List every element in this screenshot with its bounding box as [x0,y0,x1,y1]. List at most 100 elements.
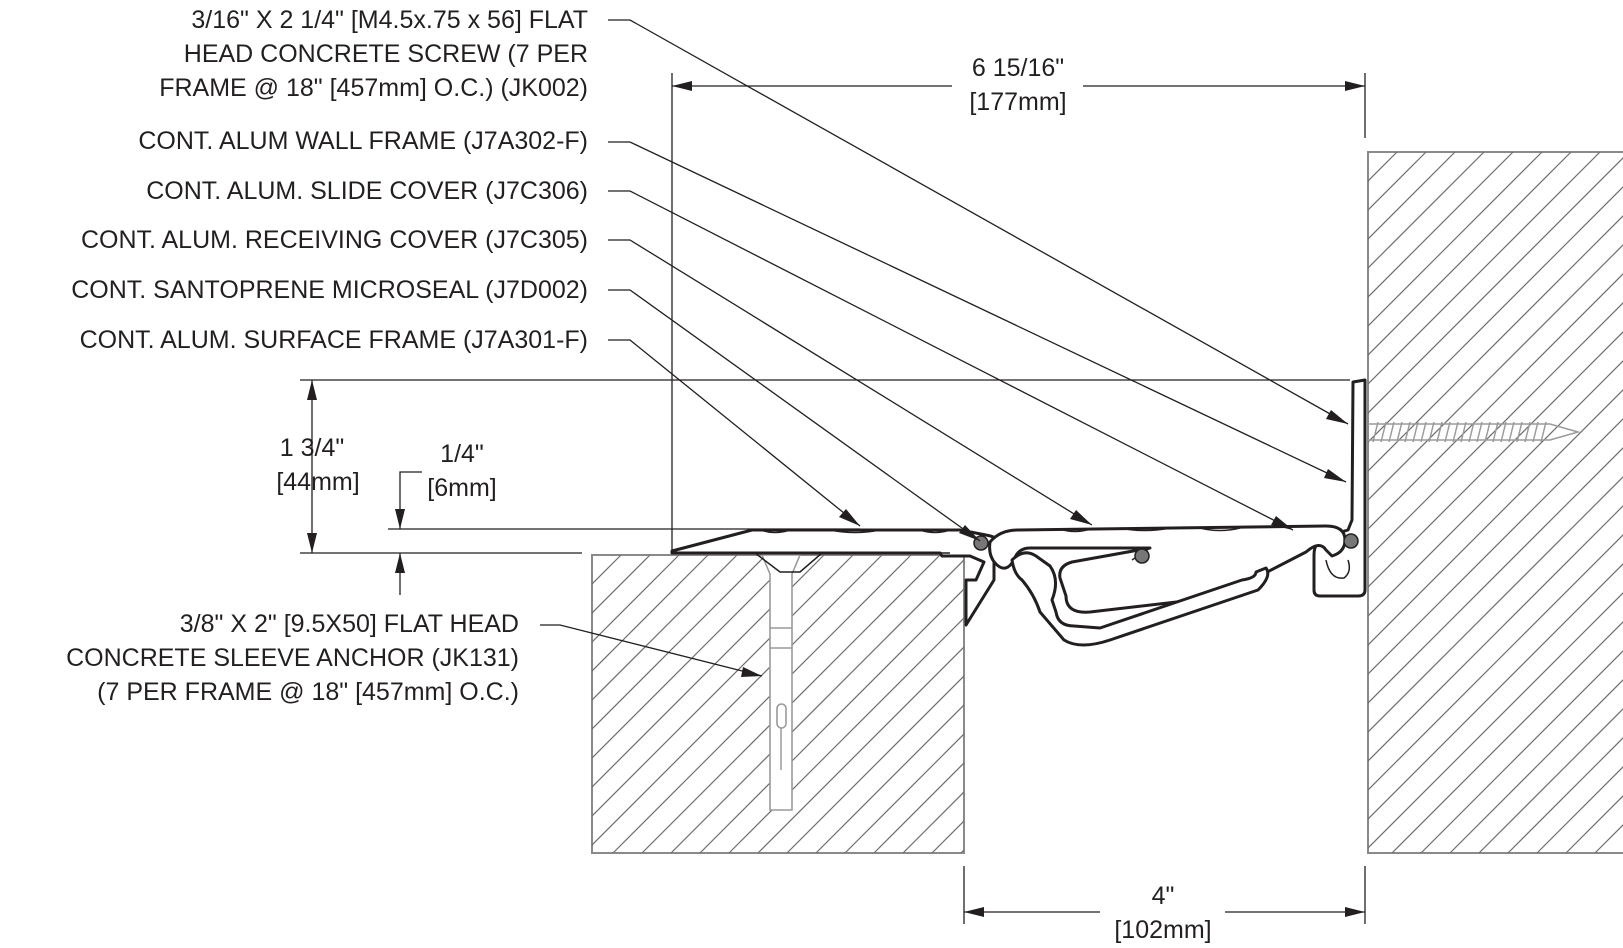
callout-anchor-line-1: 3/8" X 2" [9.5X50] FLAT HEAD [180,610,519,638]
screw-thread [1412,421,1419,443]
callout-surface-frame: CONT. ALUM. SURFACE FRAME (J7A301-F) [80,326,588,354]
hatch-line [1368,389,1623,646]
callout-anchor-line-3: (7 PER FRAME @ 18" [457mm] O.C.) [97,678,519,706]
callout-anchor: 3/8" X 2" [9.5X50] FLAT HEAD CONCRETE SL… [66,610,519,706]
hatch-line [1368,534,1623,791]
screw-thread [1404,421,1411,443]
hatch-line [1368,186,1623,443]
screw-thread [1460,421,1467,443]
height-metric: [44mm] [276,468,359,496]
hatch-line [1368,302,1623,559]
hatch-line [1368,152,1485,269]
hatch-line [1368,152,1572,356]
hatch-line [1507,737,1623,853]
hatch-line [1368,505,1623,762]
callout-screw: 3/16" X 2 1/4" [M4.5x.75 x 56] FLAT HEAD… [159,6,588,102]
screw-thread [1532,421,1539,443]
surface-frame-profile [670,528,1006,627]
screw-thread [1380,421,1387,443]
tread-groove [1199,527,1241,532]
screw-thread [1484,421,1491,443]
wall-screw [1368,421,1581,443]
hatch-line [1420,650,1623,853]
callout-slide-cover: CONT. ALUM. SLIDE COVER (J7C306) [146,177,588,205]
callout-leaders [540,19,1349,677]
hatch-line [1368,152,1398,182]
joint-gap-metric: [102mm] [1114,916,1211,944]
hatch-line [592,555,680,643]
hatch-line [1368,418,1623,675]
hatch-line [1222,555,1520,853]
wall-frame-profile [1312,378,1367,598]
screw-thread [1444,421,1451,443]
hatch-line [1368,157,1623,414]
hatch-line [1368,152,1456,240]
tread-groove [829,529,881,534]
hatch-line [592,555,767,730]
dimension-overall-width: 6 15/16" [177mm] [671,54,1366,552]
offset-metric: [6mm] [427,474,496,502]
hatch-line [592,555,738,701]
callout-wall-frame: CONT. ALUM WALL FRAME (J7A302-F) [138,127,588,155]
tread-groove [1119,527,1171,532]
hatch-line [699,588,964,853]
sleeve-anchor [760,554,802,811]
offset-imperial: 1/4" [440,440,484,468]
hatch-line [873,762,964,853]
callout-receiving-cover: CONT. ALUM. RECEIVING COVER (J7C305) [81,226,588,254]
hatch-line [612,555,912,853]
screw-thread [1524,421,1531,443]
callout-microseal: CONT. SANTOPRENE MICROSEAL (J7D002) [71,276,588,304]
hatch-line [592,555,854,817]
hatch-line [1368,563,1623,820]
screw-thread [1436,421,1443,443]
joint-gap-imperial: 4" [1152,882,1175,910]
hatch-line [1449,679,1623,853]
dimension-joint-gap: 4" [102mm] [963,866,1366,944]
tread-groove [1059,528,1091,533]
screw-thread [1516,421,1523,443]
hatch-line [1368,273,1623,530]
screw-thread [1420,421,1427,443]
hatch-line [1368,447,1623,704]
screw-thread [1428,421,1435,443]
screw-thread [1388,421,1395,443]
microseal-seals [973,533,1359,564]
overall-width-metric: [177mm] [969,88,1066,116]
hatch-line [786,675,964,853]
screw-thread [1508,421,1515,443]
hatch-line [592,555,796,759]
hatch-line [1368,244,1623,501]
screw-thread [1396,421,1403,443]
tread-groove [919,529,951,534]
microseal-right [1343,533,1359,549]
microseal-center [1134,548,1150,564]
hatch-line [815,704,964,853]
tread-groove [759,529,791,534]
tread-grooves [759,527,1241,534]
hatch-line [1478,708,1623,853]
hatch-line [1594,824,1623,853]
callout-screw-line-1: 3/16" X 2 1/4" [M4.5x.75 x 56] FLAT [191,6,588,34]
callout-screw-line-2: HEAD CONCRETE SCREW (7 PER [184,40,588,68]
hatch-line [1368,152,1514,298]
hatch-line [1565,795,1623,853]
hatch-line [1368,592,1623,849]
screw-thread [1372,421,1379,443]
hatch-line [670,559,964,853]
right-concrete-wall [1367,151,1623,854]
hatch-line [1368,152,1601,385]
hatch-line [1368,476,1623,733]
hatch-line [844,733,964,853]
screw-thread [1492,421,1499,443]
screw-thread [1500,421,1507,443]
hatch-line [1251,555,1549,853]
hatch-line [1193,555,1491,853]
hatch-line [592,555,883,846]
screw-thread [1540,421,1547,443]
screw-thread [1452,421,1459,443]
callout-anchor-line-2: CONCRETE SLEEVE ANCHOR (JK131) [66,644,519,672]
callout-screw-line-3: FRAME @ 18" [457mm] O.C.) (JK002) [159,74,588,102]
hatch-line [1368,152,1543,327]
